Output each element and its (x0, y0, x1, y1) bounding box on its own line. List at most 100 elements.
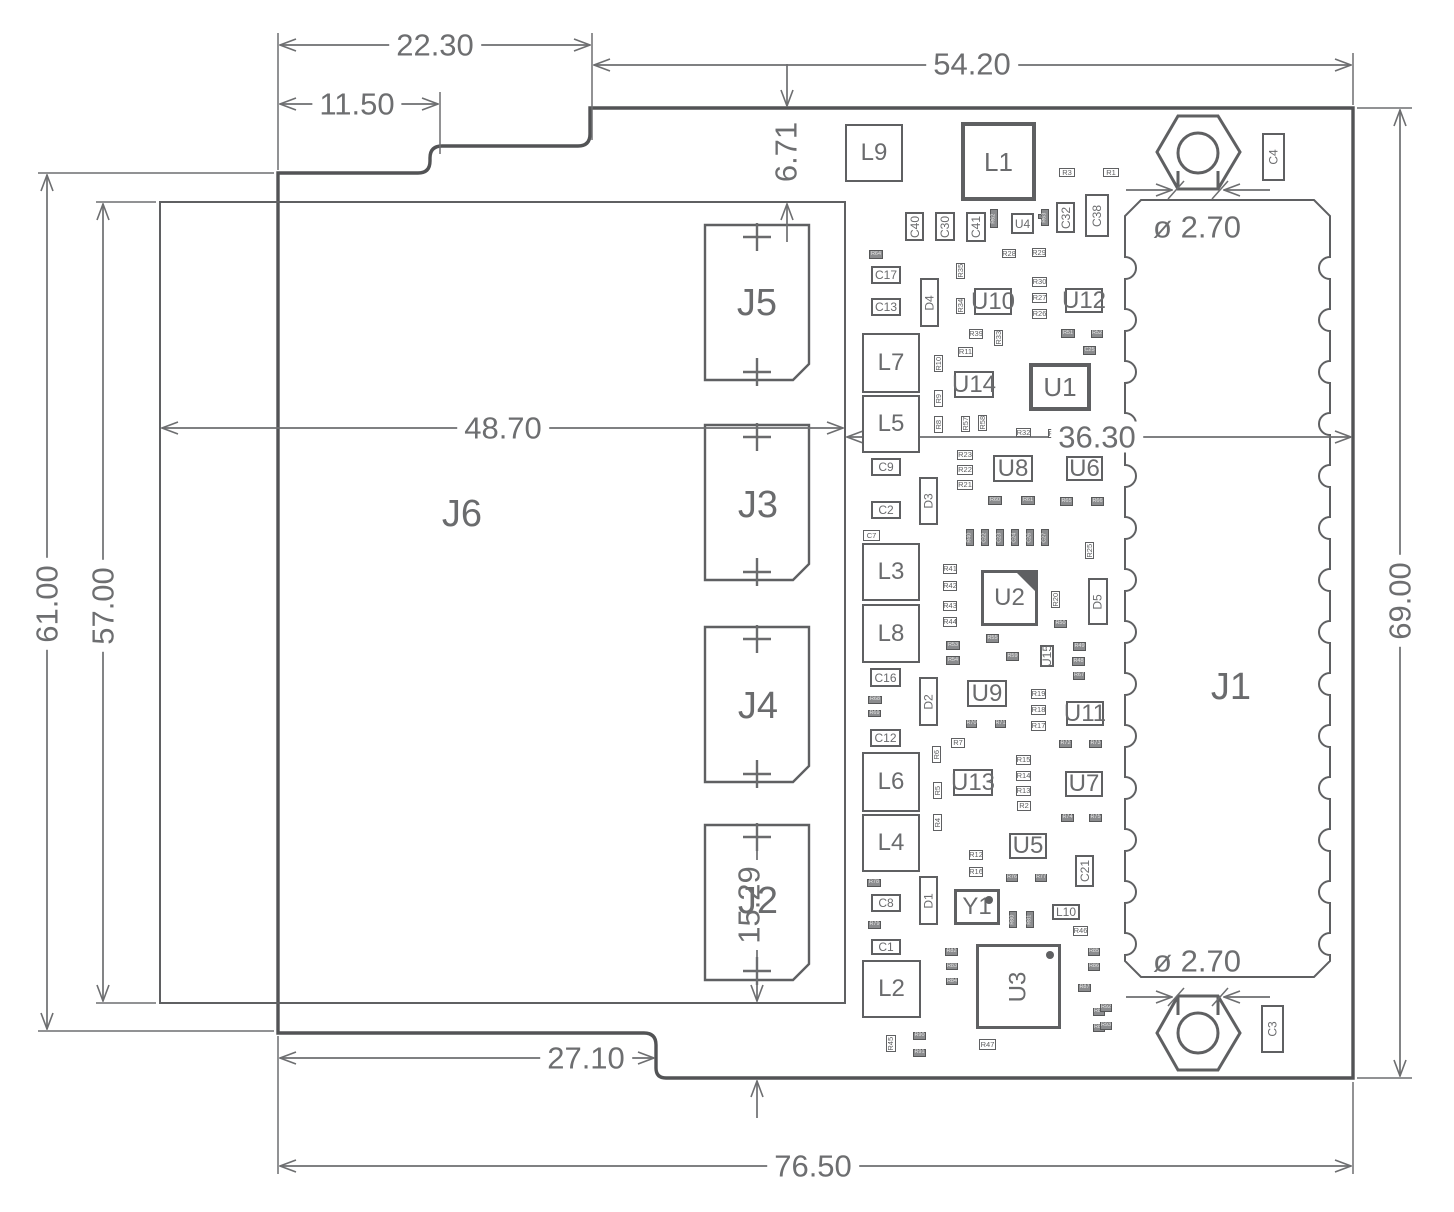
part-r76: R76 (1006, 874, 1018, 882)
part-r33: R33 (993, 330, 1003, 346)
connector-j4-outline (703, 625, 811, 784)
part-r64: R64 (869, 250, 883, 259)
part-r81: R81 (1026, 911, 1034, 928)
part-d5: D5 (1088, 578, 1108, 625)
part-u1: U1 (1029, 363, 1091, 411)
dim-48-70: 48.70 (457, 412, 549, 444)
part-r92: R92 (1100, 1004, 1112, 1012)
part-u9: U9 (967, 680, 1007, 707)
part-u2: U2 (981, 570, 1038, 626)
dim-61-00: 61.00 (30, 558, 65, 650)
part-c32: C32 (1056, 202, 1075, 233)
part-c41: C41 (966, 212, 986, 242)
part-r72: R72 (1059, 740, 1072, 748)
part-r26: R26 (1032, 309, 1047, 319)
part-r73: R73 (1089, 740, 1102, 748)
connector-j2-outline (703, 823, 811, 982)
j1-castellated-shield (1124, 199, 1331, 978)
board-outline (276, 106, 1355, 1080)
part-r48: R48 (1072, 657, 1085, 666)
part-l1: L1 (961, 122, 1036, 201)
part-r66: R66 (1091, 497, 1104, 506)
part-r71: R71 (995, 720, 1006, 728)
part-r17: R17 (1031, 721, 1046, 731)
part-r82: R82 (945, 948, 958, 956)
label-j2: J2 (737, 880, 779, 922)
part-r3: R3 (1059, 168, 1075, 177)
part-d3: D3 (919, 477, 938, 525)
part-r34: R34 (955, 298, 965, 314)
part-r78: R78 (867, 879, 881, 887)
part-c12: C12 (870, 729, 901, 747)
part-r59: R59 (1006, 652, 1019, 661)
dim-57-00: 57.00 (86, 560, 121, 652)
part-r16: R16 (969, 867, 983, 877)
part-r4: R4 (933, 814, 942, 831)
part-r84: R84 (946, 977, 958, 985)
part-r45: R45 (886, 1035, 896, 1052)
part-r53: R53 (946, 641, 960, 650)
label-j1: J1 (1210, 666, 1252, 708)
part-r10: R10 (933, 355, 943, 372)
part-r1: R1 (1103, 168, 1119, 177)
dim-hole-dia-top: ø 2.70 (1153, 209, 1241, 245)
part-r6: R6 (932, 746, 941, 763)
part-r21: R21 (957, 480, 973, 490)
part-r8: R8 (934, 416, 943, 433)
part-r50: R50 (1054, 620, 1067, 628)
part-u4: U4 (1011, 213, 1034, 234)
part-r19: R19 (1031, 689, 1046, 699)
witness-ticks (1167, 180, 1229, 1007)
part-l5: L5 (862, 395, 920, 453)
part-r62: R62 (990, 209, 998, 228)
part-r42: R42 (943, 581, 957, 591)
part-c1: C1 (871, 939, 901, 955)
connector-j5-outline (703, 223, 811, 382)
part-r87: R87 (1078, 984, 1091, 992)
part-d1: D1 (919, 876, 938, 925)
part-r12: R12 (969, 850, 983, 860)
part-u11: U11 (1063, 699, 1107, 727)
part-r44: R44 (943, 617, 957, 627)
part-l7: L7 (862, 333, 920, 393)
part-r63: R63 (1041, 209, 1049, 226)
part-c17: C17 (871, 266, 901, 284)
part-r51: R51 (1061, 329, 1075, 338)
part-r91: R91 (913, 1049, 926, 1057)
part-l6: L6 (862, 752, 920, 812)
part-r90: R90 (913, 1032, 926, 1040)
part-r32: R32 (1016, 427, 1031, 437)
part-l10: L10 (1052, 904, 1080, 920)
part-c38: C38 (1085, 194, 1109, 237)
part-r85: R85 (1088, 948, 1100, 956)
part-r7: R7 (951, 738, 965, 748)
dim-11-50: 11.50 (312, 88, 402, 120)
part-c21: C21 (1075, 855, 1094, 887)
part-c26: C26 (1026, 529, 1034, 546)
part-c30: C30 (935, 212, 955, 241)
part-r88: R88 (1093, 1008, 1105, 1016)
part-r39: R39 (969, 329, 983, 339)
part-r93: R93 (1100, 1022, 1112, 1030)
part-c7: C7 (863, 530, 880, 541)
part-c23: C23 (996, 529, 1004, 546)
part-r80: R80 (1009, 911, 1017, 928)
part-r67: R67 (1073, 672, 1085, 680)
part-r14: R14 (1016, 771, 1031, 781)
part-r58: R58 (977, 415, 987, 431)
dim-36-30: 36.30 (1051, 421, 1143, 453)
part-u6: U6 (1066, 456, 1103, 481)
part-r15: R15 (1016, 755, 1031, 765)
part-r79: R79 (868, 921, 881, 929)
part-r2: R2 (1017, 801, 1031, 811)
part-r22: R22 (957, 465, 973, 475)
part-r35: R35 (955, 263, 965, 279)
part-r11: R11 (958, 347, 973, 357)
part-c8: C8 (871, 894, 901, 912)
label-j4: J4 (737, 685, 779, 727)
part-r9: R9 (934, 390, 943, 407)
part-u12: U12 (1061, 286, 1107, 314)
part-r65: R65 (1060, 497, 1073, 506)
part-r54: R54 (946, 656, 960, 665)
